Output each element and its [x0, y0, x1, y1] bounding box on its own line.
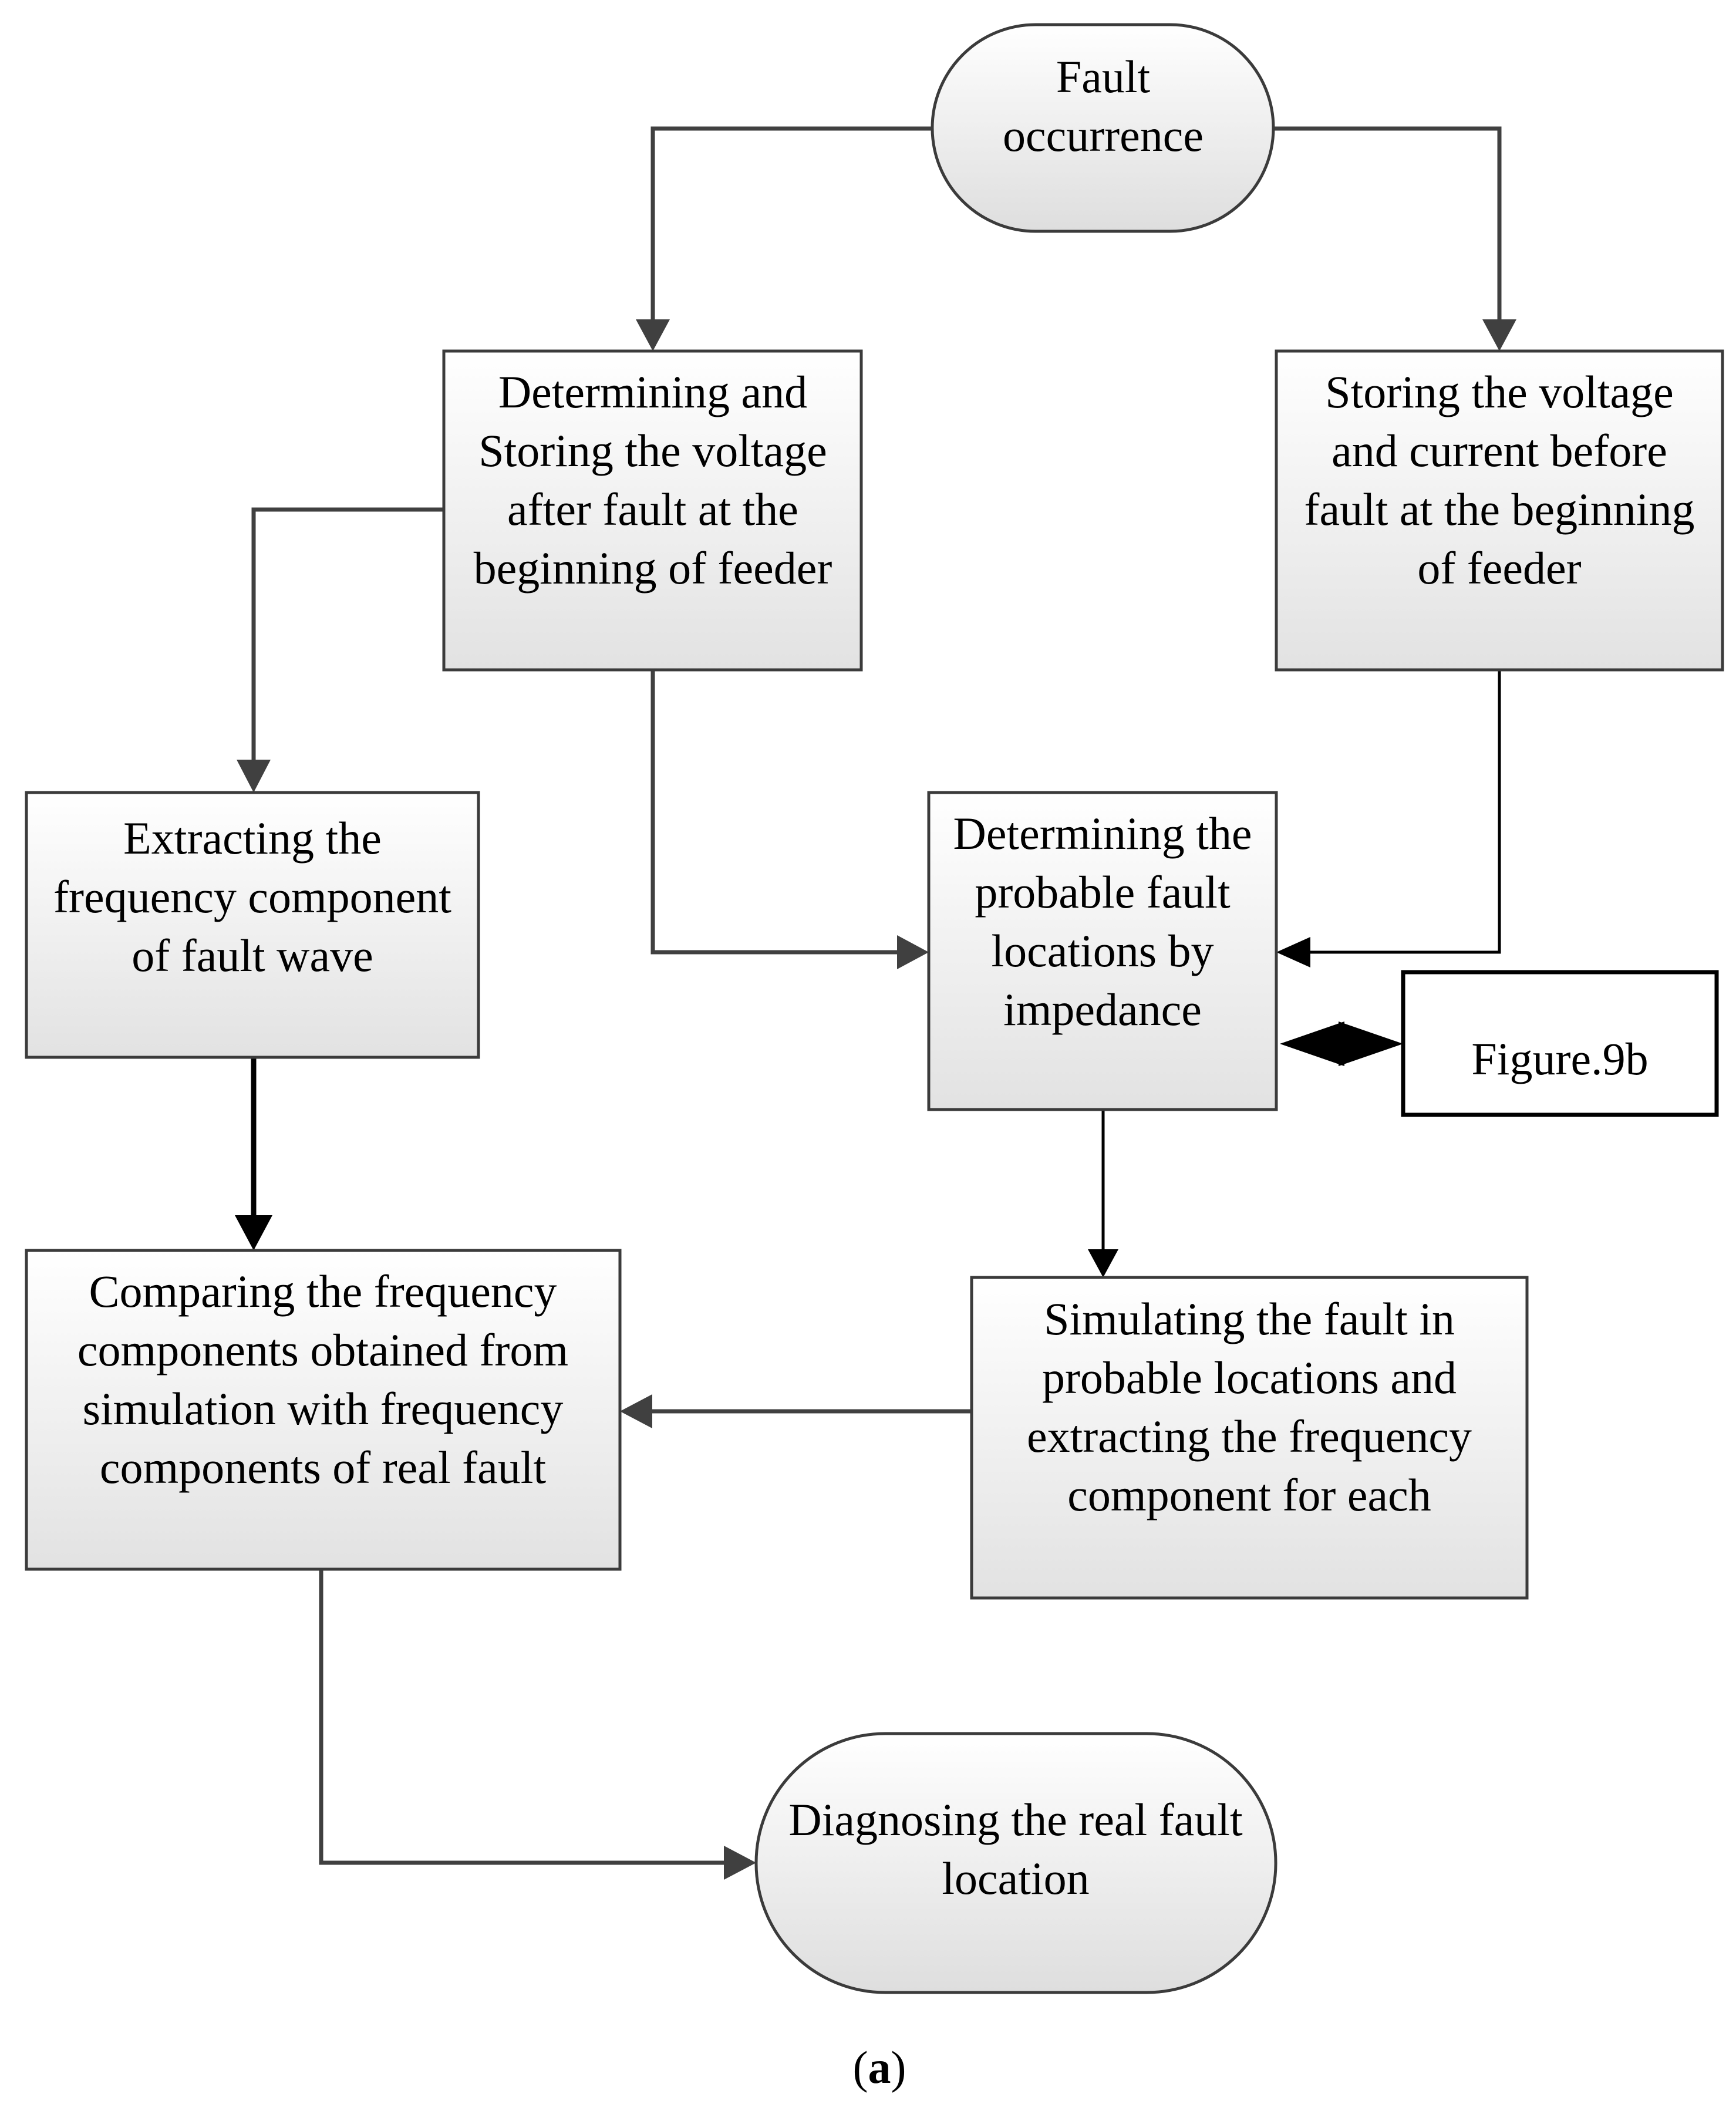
- node-label-line: Determining the: [953, 808, 1252, 859]
- arrow-fault-to-storing-before: [1273, 126, 1502, 326]
- node-storing-before: Storing the voltage and current before fau…: [1275, 349, 1724, 672]
- node-label: Comparing the frequency components obtain…: [77, 1266, 568, 1493]
- process-box: [25, 791, 480, 1059]
- node-label-line: occurrence: [1003, 110, 1204, 161]
- process-box: [25, 1249, 622, 1571]
- node-determining-probable: Determining the probable fault locations b…: [927, 791, 1278, 1111]
- node-figure-ref: Figure.9b: [1401, 970, 1719, 1117]
- connectors: [235, 126, 1516, 1880]
- node-label-line: Storing the voltage: [1325, 366, 1674, 417]
- node-label-line: Simulating the fault in: [1044, 1293, 1455, 1344]
- arrowhead: [724, 1846, 756, 1880]
- node-label: Diagnosing the real fault location: [788, 1794, 1243, 1904]
- node-label: Simulating the fault in probable location…: [1027, 1293, 1472, 1520]
- node-label-line: of fault wave: [132, 930, 373, 981]
- node-label-line: frequency component: [53, 871, 451, 922]
- node-label-line: location: [942, 1853, 1089, 1904]
- node-label-line: beginning of feeder: [474, 542, 832, 594]
- node-label: Storing the voltage and current before fau…: [1304, 366, 1695, 594]
- node-comparing: Comparing the frequency components obtain…: [25, 1249, 622, 1571]
- node-label-line: Extracting the: [123, 812, 382, 864]
- terminal-shape: [754, 1732, 1277, 1994]
- arrow-comparing-to-diagnosing: [319, 1569, 731, 1865]
- arrowhead: [1482, 319, 1516, 351]
- arrowhead: [1276, 937, 1310, 967]
- node-label-line: Comparing the frequency: [89, 1266, 557, 1317]
- node-label-line: Fault: [1056, 51, 1151, 102]
- node-label-line: components of real fault: [100, 1442, 547, 1493]
- arrowhead: [237, 760, 271, 793]
- arrow-fault-to-determining-storing: [650, 126, 932, 326]
- arrow-determining-to-extracting: [251, 507, 444, 766]
- arrow-determining-to-probable: [650, 670, 904, 955]
- figure-caption: (a): [853, 2042, 906, 2093]
- arrowhead: [620, 1394, 652, 1428]
- arrowhead: [235, 1215, 272, 1250]
- process-box: [970, 1276, 1529, 1600]
- node-label-line: of feeder: [1417, 542, 1581, 594]
- arrowhead: [897, 935, 929, 969]
- process-box: [1275, 349, 1724, 672]
- node-diagnosing: Diagnosing the real fault location: [754, 1732, 1277, 1994]
- bidirectional-arrow: [1280, 1021, 1403, 1066]
- node-label-line: probable locations and: [1042, 1352, 1457, 1403]
- node-label: Extracting the frequency component of faul…: [53, 812, 451, 981]
- node-label-line: impedance: [1003, 984, 1202, 1035]
- reference-box: [1401, 970, 1719, 1117]
- process-box: [442, 349, 863, 672]
- node-label-line: Figure.9b: [1471, 1033, 1648, 1084]
- terminal-shape: [931, 23, 1275, 233]
- node-label-line: locations by: [991, 925, 1213, 976]
- node-simulating: Simulating the fault in probable location…: [970, 1276, 1529, 1600]
- node-label: Figure.9b: [1471, 1033, 1648, 1084]
- process-box: [927, 791, 1278, 1111]
- node-label-line: probable fault: [975, 866, 1231, 918]
- node-label-line: components obtained from: [77, 1324, 568, 1375]
- node-label-line: fault at the beginning: [1304, 484, 1695, 535]
- node-label-line: simulation with frequency: [83, 1383, 564, 1434]
- node-label-line: component for each: [1067, 1469, 1431, 1520]
- arrowhead: [636, 319, 670, 351]
- node-label-line: after fault at the: [507, 484, 798, 535]
- node-label-line: Determining and: [498, 366, 807, 417]
- node-label-line: and current before: [1332, 425, 1667, 476]
- node-label-line: Diagnosing the real fault: [788, 1794, 1243, 1845]
- node-extracting-frequency: Extracting the frequency component of faul…: [25, 791, 480, 1059]
- node-label-line: Storing the voltage: [478, 425, 827, 476]
- arrow-storing-to-probable: [1303, 670, 1501, 954]
- node-label-line: extracting the frequency: [1027, 1411, 1472, 1462]
- node-fault-occurrence: Fault occurrence: [931, 23, 1275, 233]
- arrowhead: [1088, 1249, 1118, 1277]
- node-label: Fault occurrence: [1003, 51, 1204, 161]
- node-label: Determining the probable fault locations b…: [953, 808, 1252, 1035]
